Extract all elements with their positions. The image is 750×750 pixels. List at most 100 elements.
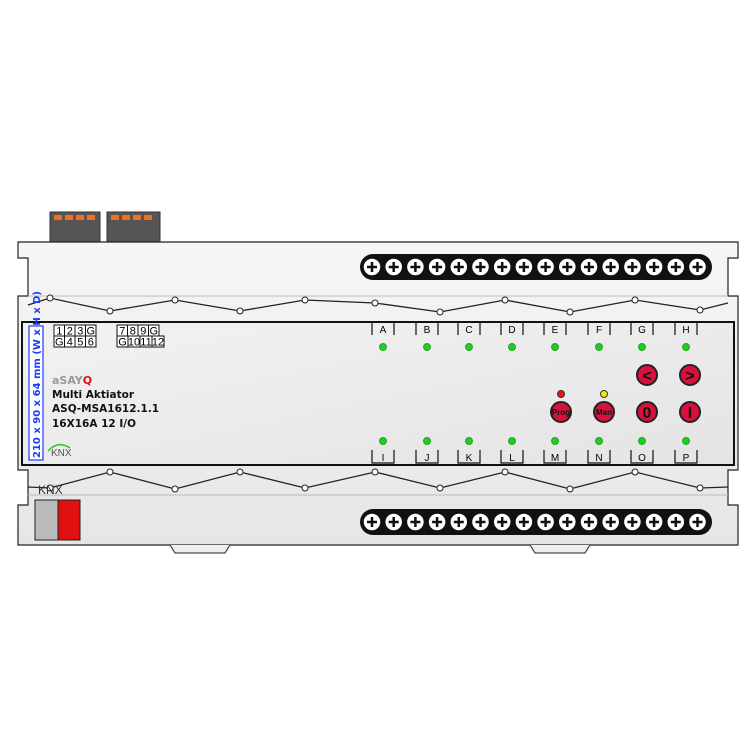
device-spec: 16X16A 12 I/O bbox=[52, 418, 136, 430]
screw-terminal[interactable] bbox=[600, 257, 621, 277]
input-terminal-text: 1 bbox=[56, 326, 62, 338]
screw-terminal[interactable] bbox=[666, 257, 686, 277]
status-led bbox=[508, 437, 516, 445]
channel-label: N bbox=[595, 453, 602, 464]
channel-label: G bbox=[638, 325, 646, 336]
screw-terminal[interactable] bbox=[579, 257, 599, 277]
channel-label: F bbox=[596, 325, 602, 336]
input-connector-right bbox=[106, 211, 161, 243]
wire-node bbox=[566, 485, 574, 493]
channel-label: D bbox=[508, 325, 515, 336]
channel-label: K bbox=[466, 453, 473, 464]
screw-terminal[interactable] bbox=[383, 512, 404, 532]
channel-label: J bbox=[425, 453, 430, 464]
status-led bbox=[638, 437, 646, 445]
screw-terminal[interactable] bbox=[687, 512, 708, 532]
channel-label: A bbox=[380, 325, 387, 336]
screw-terminal[interactable] bbox=[557, 257, 578, 277]
screw-terminal[interactable] bbox=[362, 257, 382, 277]
left-button[interactable]: < bbox=[636, 364, 658, 386]
screw-terminal[interactable] bbox=[470, 512, 491, 532]
screw-terminal[interactable] bbox=[600, 512, 621, 532]
prog-button[interactable]: Prog bbox=[550, 401, 572, 423]
input-terminal-text: 7 bbox=[119, 326, 125, 338]
prog-button-label: Prog bbox=[552, 408, 570, 417]
channel-label: C bbox=[465, 325, 472, 336]
input-terminal-text: 11 bbox=[140, 337, 151, 349]
screw-terminal[interactable] bbox=[492, 512, 512, 532]
input-terminal-label: 5 bbox=[74, 335, 86, 349]
device-name: Multi Aktiator bbox=[52, 389, 135, 401]
screw-terminal[interactable] bbox=[687, 257, 708, 277]
device-model: ASQ-MSA1612.1.1 bbox=[52, 403, 159, 415]
screw-terminal[interactable] bbox=[557, 512, 578, 532]
left-button-label: < bbox=[642, 368, 651, 385]
input-terminal-text: G bbox=[149, 326, 158, 338]
input-terminal-text: 3 bbox=[77, 326, 83, 338]
screw-terminal[interactable] bbox=[622, 512, 643, 532]
screw-terminal[interactable] bbox=[470, 257, 491, 277]
wire-node bbox=[301, 484, 309, 492]
knx-bus-label: KNX bbox=[38, 483, 63, 497]
on-button[interactable]: I bbox=[679, 401, 701, 423]
channel-C: C bbox=[457, 321, 481, 351]
screw-terminal[interactable] bbox=[449, 257, 469, 277]
channel-label: I bbox=[382, 453, 385, 464]
channel-B: B bbox=[415, 321, 439, 351]
screw-terminal[interactable] bbox=[622, 257, 643, 277]
channel-P: P bbox=[674, 437, 698, 464]
wire-node bbox=[106, 307, 114, 315]
input-terminal-text: G bbox=[86, 326, 95, 338]
screw-terminal[interactable] bbox=[514, 257, 534, 277]
channel-G: G bbox=[630, 321, 654, 351]
wire-node bbox=[46, 294, 54, 302]
wire-node bbox=[501, 296, 509, 304]
channel-H: H bbox=[674, 321, 698, 351]
screw-terminal[interactable] bbox=[535, 512, 556, 532]
screw-terminal[interactable] bbox=[579, 512, 599, 532]
input-terminal-label: 6 bbox=[85, 335, 97, 349]
screw-terminal[interactable] bbox=[405, 512, 426, 532]
wire-node bbox=[696, 306, 704, 314]
channel-J: J bbox=[415, 437, 439, 464]
status-led bbox=[595, 437, 603, 445]
screw-terminal[interactable] bbox=[535, 257, 556, 277]
status-led bbox=[682, 343, 690, 351]
status-led bbox=[423, 343, 431, 351]
screw-terminal[interactable] bbox=[362, 512, 382, 532]
input-terminal-text: 2 bbox=[67, 326, 73, 338]
status-led bbox=[508, 343, 516, 351]
status-led bbox=[595, 343, 603, 351]
channel-N: N bbox=[587, 437, 611, 464]
screw-terminal[interactable] bbox=[644, 257, 664, 277]
screw-terminal[interactable] bbox=[427, 257, 447, 277]
screw-terminal[interactable] bbox=[666, 512, 686, 532]
wire-node bbox=[696, 484, 704, 492]
screw-terminal[interactable] bbox=[514, 512, 534, 532]
status-led bbox=[379, 437, 387, 445]
brand-logo: aSAYQ bbox=[52, 374, 92, 387]
screw-terminal[interactable] bbox=[383, 257, 404, 277]
screw-terminal[interactable] bbox=[644, 512, 664, 532]
channel-label: B bbox=[424, 325, 431, 336]
input-terminal-text: 10 bbox=[128, 337, 140, 349]
channel-label: O bbox=[638, 453, 646, 464]
channel-label: M bbox=[551, 453, 559, 464]
screw-terminal[interactable] bbox=[427, 512, 447, 532]
prog-led bbox=[557, 390, 565, 398]
off-button[interactable]: 0 bbox=[636, 401, 658, 423]
input-terminal-text: 6 bbox=[88, 337, 94, 349]
right-button[interactable]: > bbox=[679, 364, 701, 386]
manual-button[interactable]: Man bbox=[593, 401, 615, 423]
screw-terminal[interactable] bbox=[492, 257, 512, 277]
wire-node bbox=[236, 468, 244, 476]
channel-F: F bbox=[587, 321, 611, 351]
channel-label: L bbox=[509, 453, 515, 464]
input-terminal-text: G bbox=[55, 337, 64, 349]
screw-terminal[interactable] bbox=[405, 257, 426, 277]
input-terminal-text: G bbox=[118, 337, 127, 349]
channel-K: K bbox=[457, 437, 481, 464]
wire-node bbox=[46, 484, 54, 492]
screw-terminal[interactable] bbox=[449, 512, 469, 532]
